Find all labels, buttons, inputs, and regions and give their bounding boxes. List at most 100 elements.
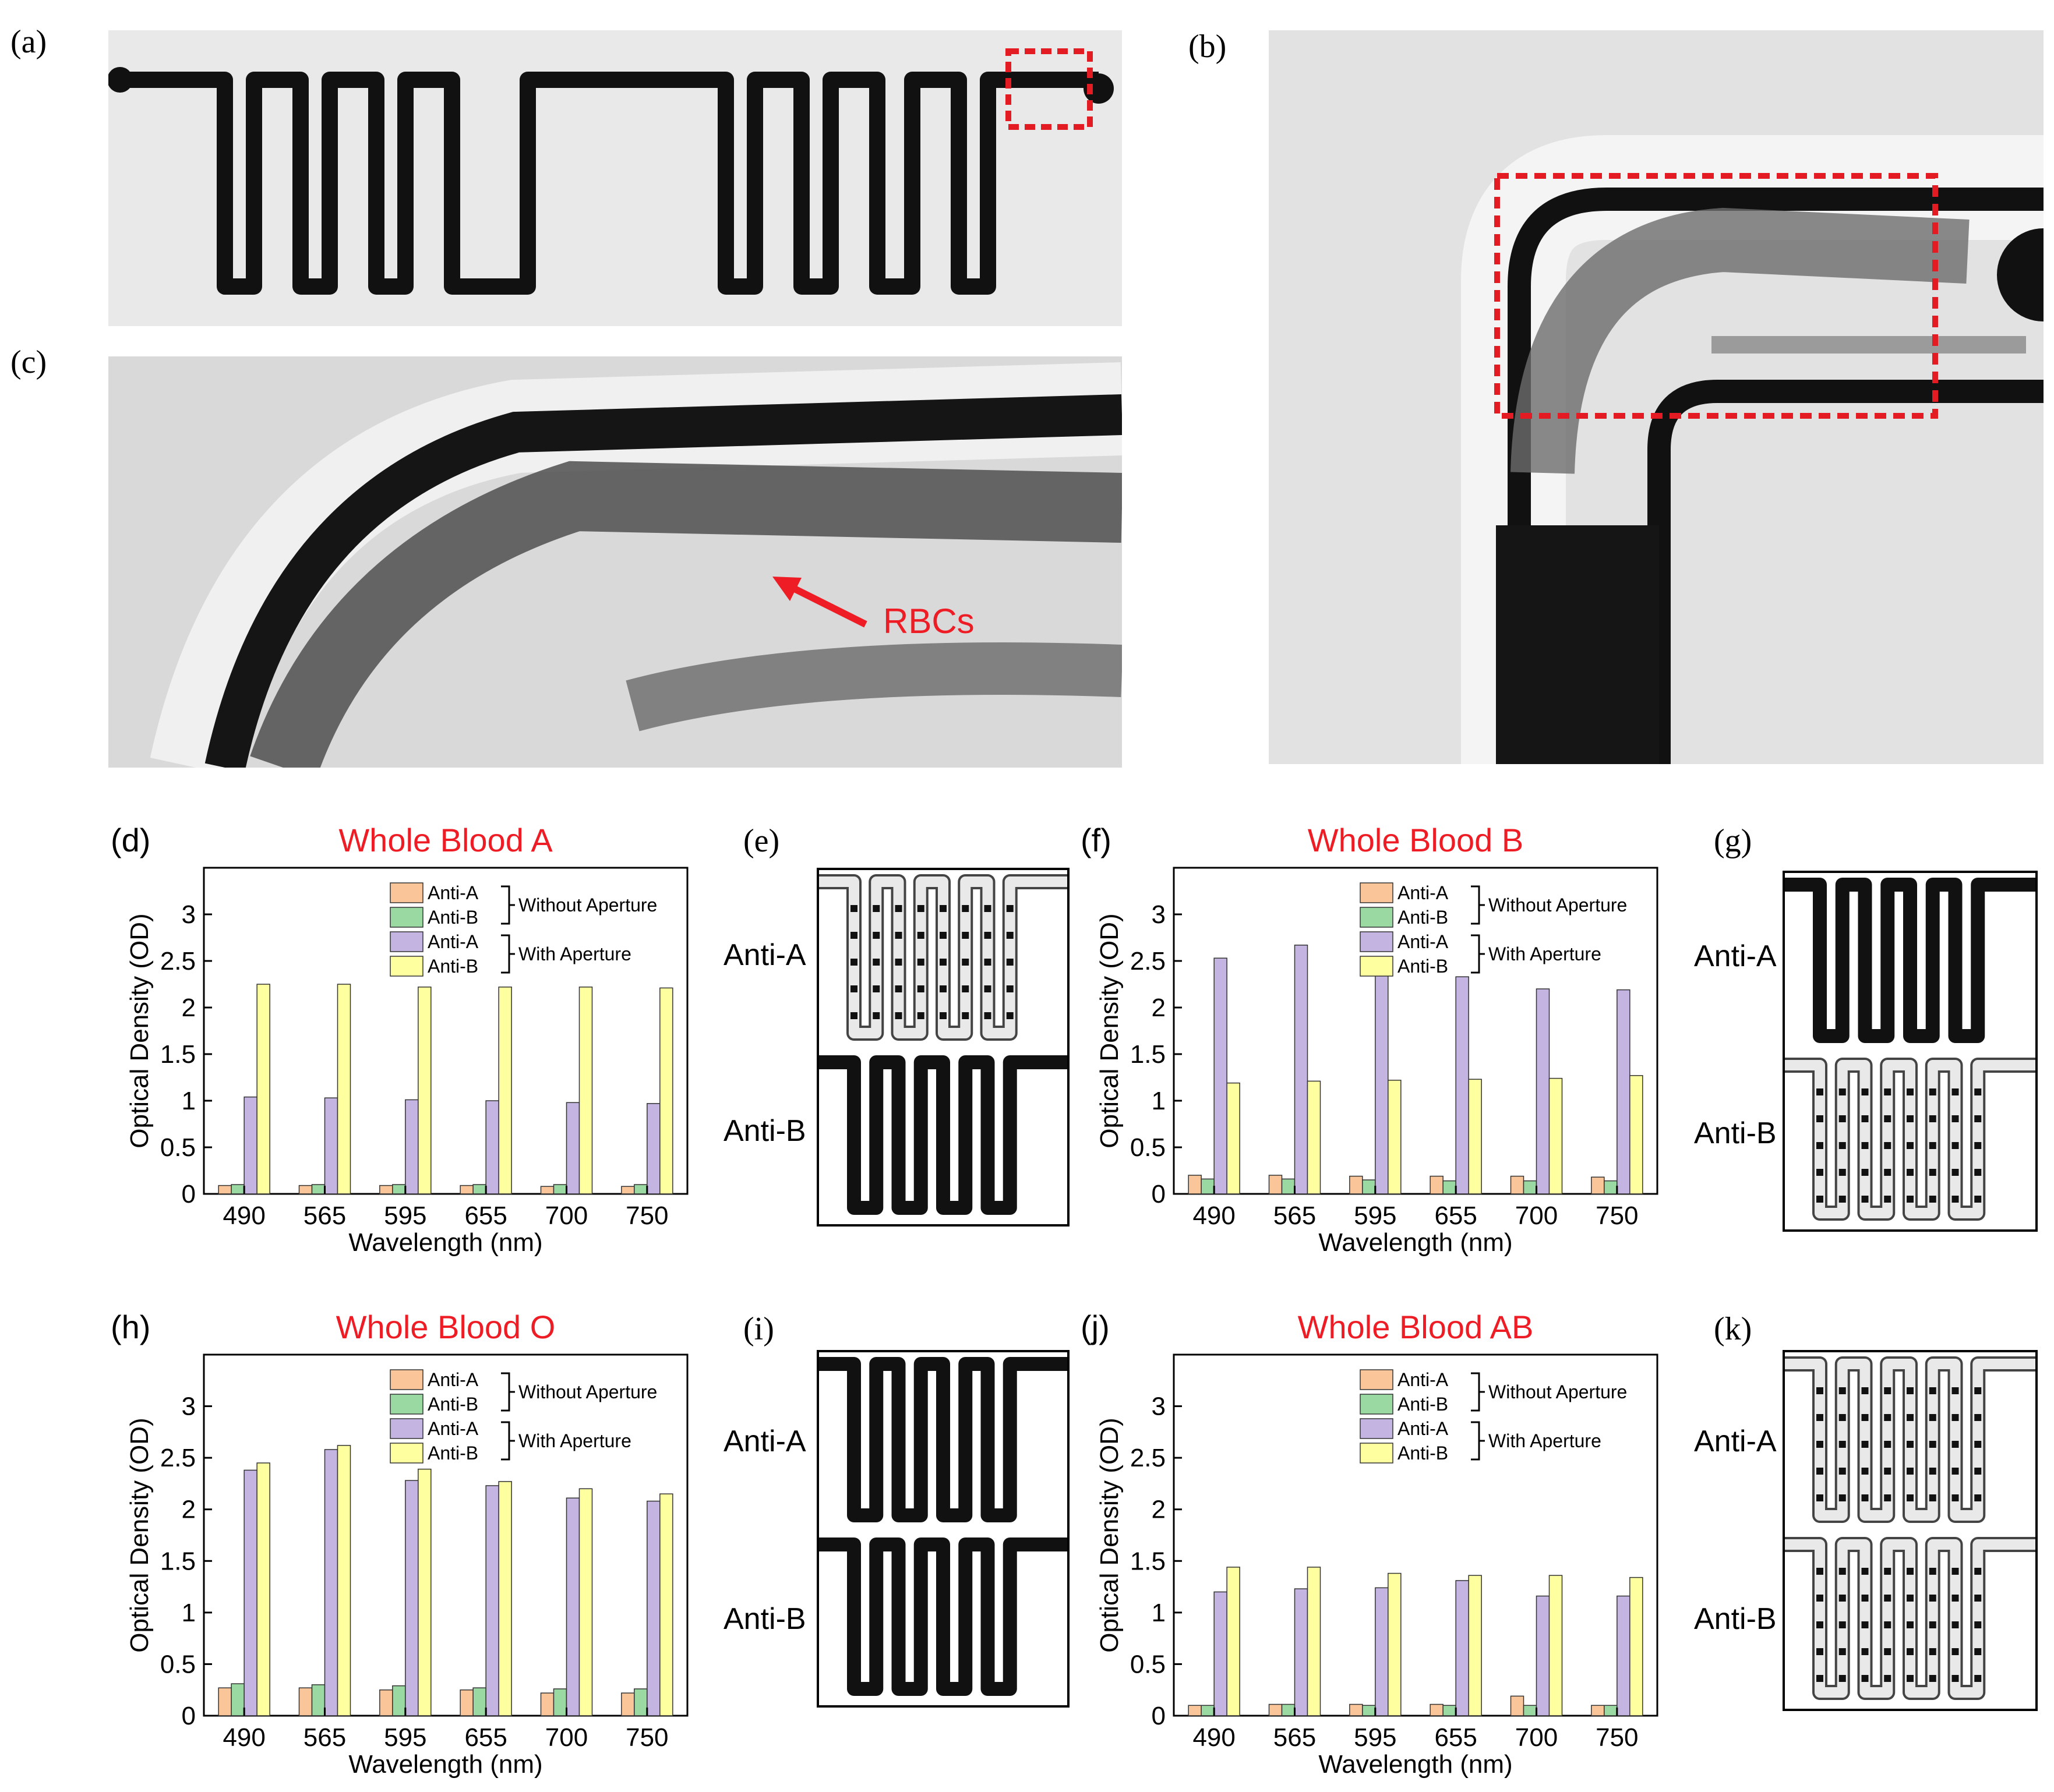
legend-swatch [390,1443,423,1464]
aperture-marker [1974,1441,1982,1448]
anti-b-label-g: Anti-B [1694,1116,1777,1150]
channel-inner [819,876,1067,1038]
y-tick-label: 2 [182,994,196,1022]
aperture-marker [1929,1088,1936,1095]
x-tick-label: 595 [384,1723,426,1752]
aperture-marker [1974,1088,1982,1095]
chart-title: Whole Blood O [336,1309,556,1345]
aperture-marker [1884,1387,1891,1394]
bar [1536,1595,1550,1716]
channel-corner-drawing [1461,135,2044,764]
bar [1213,957,1227,1194]
panel-label-b: (b) [1188,29,1227,65]
bar [1294,945,1308,1194]
serpentine-channel [1785,1058,2035,1221]
aperture-marker [873,985,880,992]
y-tick-label: 3 [182,900,196,929]
legend-swatch [390,956,423,977]
aperture-marker [1929,1196,1936,1203]
x-axis-label: Wavelength (nm) [348,1228,542,1257]
bar [298,1687,313,1716]
aperture-marker [1974,1494,1982,1501]
y-tick-label: 0.5 [160,1650,196,1678]
chart-title: Whole Blood A [338,822,553,858]
aperture-marker [1838,1568,1846,1575]
aperture-marker [1974,1675,1982,1682]
aperture-marker [1861,1169,1869,1176]
bar [1523,1180,1537,1194]
anti-a-label-k: Anti-A [1694,1425,1777,1458]
x-tick-label: 565 [1273,1201,1316,1230]
aperture-marker [1884,1648,1891,1655]
micrograph-i [817,1350,1070,1708]
aperture-marker [1816,1468,1823,1475]
plot-frame [1173,867,1658,1195]
aperture-marker [1951,1675,1959,1682]
bar [1268,1175,1283,1194]
y-tick-label: 3 [1152,1392,1166,1421]
aperture-marker [1974,1621,1982,1628]
aperture-marker [850,985,857,992]
bar [621,1186,635,1194]
aperture-marker [1861,1675,1869,1682]
aperture-marker [1974,1115,1982,1122]
legend-entry: Anti-B [428,1443,478,1464]
bar [1430,1703,1444,1716]
y-tick-label: 0.5 [1130,1650,1166,1678]
aperture-marker [1907,1196,1914,1203]
aperture-marker [1838,1675,1846,1682]
bar [1442,1180,1456,1194]
aperture-marker [1006,959,1014,966]
bar [1362,1705,1376,1716]
bar [540,1692,555,1716]
bar [498,1481,512,1716]
bar [1375,1587,1389,1716]
aperture-marker [962,1012,969,1019]
bar [1468,1575,1482,1716]
legend-group-label: With Aperture [518,1430,631,1451]
legend-entry: Anti-B [1397,907,1448,928]
bar [324,1449,338,1716]
aperture-marker [895,959,902,966]
bar [647,1500,661,1716]
aperture-marker [1951,1088,1959,1095]
aperture-marker [984,905,991,912]
bar [1591,1176,1605,1194]
aperture-marker [1884,1675,1891,1682]
aperture-marker [873,959,880,966]
aperture-marker [1951,1115,1959,1122]
y-tick-label: 0 [182,1702,196,1730]
bar [231,1683,245,1716]
bar [218,1185,232,1194]
aperture-marker [1951,1414,1959,1421]
panel-label-k: (k) [1714,1311,1752,1347]
x-tick-label: 490 [223,1723,265,1752]
aperture-marker [1929,1468,1936,1475]
bar [1188,1705,1202,1716]
bar [1468,1079,1482,1194]
bar [405,1480,419,1716]
aperture-marker [1929,1568,1936,1575]
x-tick-label: 595 [1354,1723,1396,1752]
x-axis-label: Wavelength (nm) [1318,1228,1512,1257]
x-tick-label: 595 [384,1201,426,1230]
legend-entry: Anti-A [428,931,479,952]
x-tick-label: 490 [1192,1201,1235,1230]
legend-entry: Anti-B [1397,1443,1448,1464]
aperture-marker [1907,1169,1914,1176]
channel-filled [819,1055,1067,1215]
aperture-marker [1838,1115,1846,1122]
bar [1349,1175,1363,1194]
bar [1281,1178,1296,1194]
legend-entry: Anti-A [1397,882,1449,903]
y-tick-label: 2.5 [160,947,196,975]
panel-label-i: (i) [743,1311,774,1347]
panel-label-a: (a) [10,24,47,60]
aperture-marker [1861,1494,1869,1501]
bar [1294,1588,1308,1716]
x-tick-label: 655 [464,1201,507,1230]
micrograph-g [1783,871,2038,1232]
bar [1388,1572,1402,1716]
aperture-marker [1951,1169,1959,1176]
